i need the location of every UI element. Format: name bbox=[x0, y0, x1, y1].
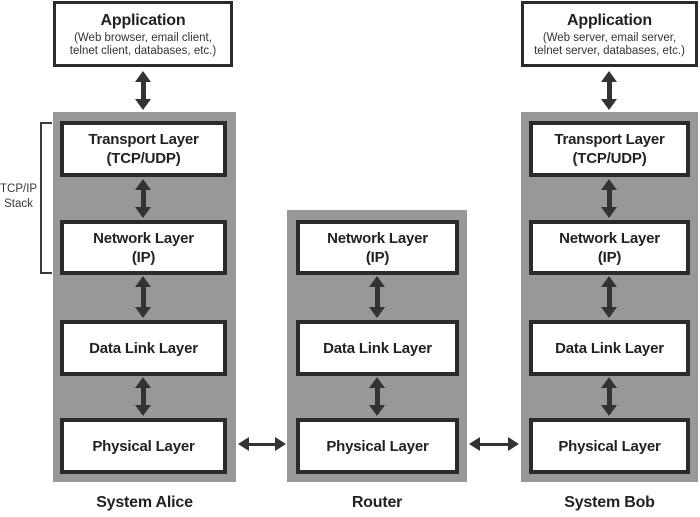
layer-label-physical-router: Physical Layer bbox=[326, 437, 429, 455]
arrow-physical-router-bob bbox=[469, 437, 519, 451]
layer-label-physical-alice: Physical Layer bbox=[92, 437, 195, 455]
layer-box-physical-router: Physical Layer bbox=[296, 418, 459, 474]
layer-sublabel-network-bob: (IP) bbox=[597, 248, 622, 266]
arrow-network-datalink-bob bbox=[601, 276, 617, 318]
arrow-transport-network-alice bbox=[135, 179, 151, 218]
application-subtitle-line2-bob: telnet server, databases, etc.) bbox=[534, 44, 685, 57]
layer-label-datalink-bob: Data Link Layer bbox=[555, 339, 664, 357]
bracket-vertical-line bbox=[40, 122, 42, 274]
bracket-label-line2: Stack bbox=[4, 198, 33, 210]
application-box-bob: Application (Web server, email server, t… bbox=[521, 1, 698, 67]
bracket-label: TCP/IP Stack bbox=[0, 182, 37, 212]
layer-sublabel-transport-alice: (TCP/UDP) bbox=[106, 150, 181, 167]
layer-label-physical-bob: Physical Layer bbox=[558, 437, 661, 455]
layer-label-network-router: Network Layer bbox=[327, 229, 428, 247]
bracket-bottom-tick bbox=[40, 272, 52, 274]
layer-box-transport-bob: Transport Layer (TCP/UDP) bbox=[529, 121, 690, 177]
application-title-alice: Application bbox=[100, 11, 186, 29]
layer-label-network-alice: Network Layer bbox=[93, 229, 194, 247]
arrow-network-datalink-router bbox=[369, 276, 385, 318]
layer-box-datalink-bob: Data Link Layer bbox=[529, 320, 690, 376]
layer-label-network-bob: Network Layer bbox=[559, 229, 660, 247]
application-subtitle-line1-alice: (Web browser, email client, bbox=[74, 31, 212, 44]
layer-label-transport-bob: Transport Layer bbox=[554, 131, 665, 148]
arrow-physical-alice-router bbox=[238, 437, 286, 451]
layer-box-datalink-alice: Data Link Layer bbox=[60, 320, 227, 376]
layer-label-datalink-alice: Data Link Layer bbox=[89, 339, 198, 357]
layer-box-network-bob: Network Layer (IP) bbox=[529, 220, 690, 275]
arrow-network-datalink-alice bbox=[135, 276, 151, 318]
layer-label-datalink-router: Data Link Layer bbox=[323, 339, 432, 357]
bracket-top-tick bbox=[40, 122, 52, 124]
bracket-label-line1: TCP/IP bbox=[0, 183, 38, 195]
application-box-alice: Application (Web browser, email client, … bbox=[53, 1, 233, 67]
layer-sublabel-network-router: (IP) bbox=[365, 248, 390, 266]
caption-router: Router bbox=[351, 494, 403, 511]
caption-system-bob: System Bob bbox=[564, 494, 655, 511]
application-subtitle-line2-alice: telnet client, databases, etc.) bbox=[69, 44, 217, 57]
arrow-app-transport-bob bbox=[601, 71, 617, 110]
arrow-datalink-physical-router bbox=[369, 377, 385, 416]
layer-sublabel-transport-bob: (TCP/UDP) bbox=[572, 150, 647, 167]
layer-label-transport-alice: Transport Layer bbox=[88, 131, 199, 148]
layer-sublabel-network-alice: (IP) bbox=[131, 248, 156, 266]
layer-box-network-alice: Network Layer (IP) bbox=[60, 220, 227, 275]
caption-system-alice: System Alice bbox=[96, 494, 193, 511]
layer-box-physical-alice: Physical Layer bbox=[60, 418, 227, 474]
arrow-transport-network-bob bbox=[601, 179, 617, 218]
layer-box-datalink-router: Data Link Layer bbox=[296, 320, 459, 376]
application-title-bob: Application bbox=[567, 11, 652, 29]
arrow-app-transport-alice bbox=[135, 71, 151, 110]
arrow-datalink-physical-alice bbox=[135, 377, 151, 416]
application-subtitle-line1-bob: (Web server, email server, bbox=[542, 31, 677, 44]
arrow-datalink-physical-bob bbox=[601, 377, 617, 416]
layer-box-physical-bob: Physical Layer bbox=[529, 418, 690, 474]
layer-box-network-router: Network Layer (IP) bbox=[296, 220, 459, 275]
layer-box-transport-alice: Transport Layer (TCP/UDP) bbox=[60, 121, 227, 177]
